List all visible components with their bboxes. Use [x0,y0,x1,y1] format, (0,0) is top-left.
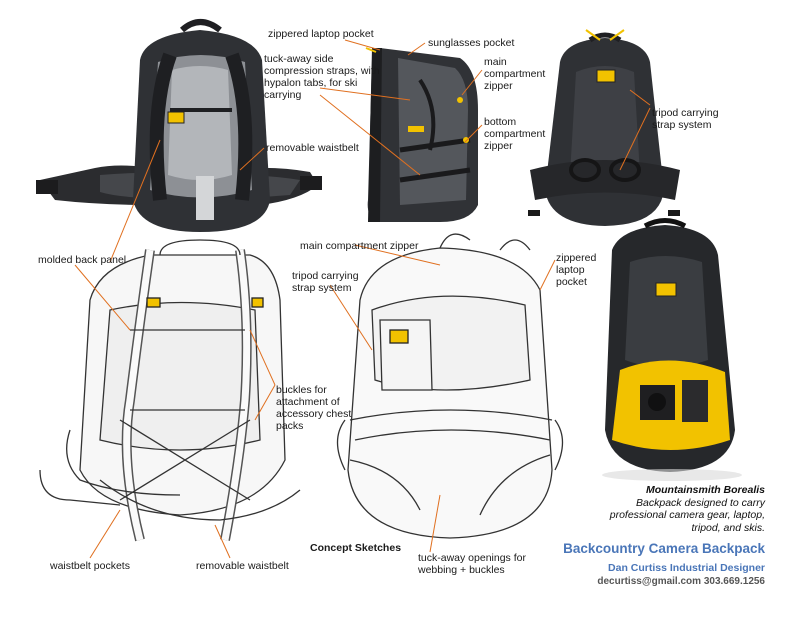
label-tripod-carrying-sketch: tripod carrying strap system [292,270,359,294]
label-molded-back-panel: molded back panel [38,254,127,266]
label-bottom-compartment-zipper: bottom compartment zipper [484,116,546,152]
label-removable-waistbelt-bottom: removable waistbelt [196,560,289,572]
back-concept-sketch [39,239,301,542]
designer-line: Dan Curtiss Industrial Designer [608,562,765,574]
product-description: Backpack designed to carry professional … [609,496,765,534]
label-removable-waistbelt-top: removable waistbelt [266,142,359,154]
leader-lines [74,39,651,559]
product-photo [602,218,742,481]
label-zippered-laptop-pocket-sketch: zippered laptop pocket [556,252,597,288]
label-tripod-carrying-top: tripod carrying strap system [652,107,719,131]
label-tuck-away-openings: tuck-away openings for webbing + buckles [418,552,526,576]
label-waistbelt-pockets: waistbelt pockets [50,560,130,572]
label-main-compartment-zipper-sketch: main compartment zipper [300,240,419,252]
backpack-side-view-render [365,47,478,222]
front-concept-sketch [336,233,564,539]
label-concept-sketches: Concept Sketches [310,542,402,554]
product-name: Mountainsmith Borealis [645,484,765,496]
label-main-compartment-zipper-top: main compartment zipper [484,56,546,92]
backpack-back-view-render [36,19,322,232]
title-block: Backcountry Camera Backpack Dan Curtiss … [560,540,765,588]
board-title: Backcountry Camera Backpack [563,541,765,556]
label-tuck-away-side-straps: tuck-away side compression straps, with … [264,53,380,101]
contact-line: decurtiss@gmail.com 303.669.1256 [597,576,765,587]
label-sunglasses-pocket: sunglasses pocket [428,37,515,49]
label-zippered-laptop-pocket-top: zippered laptop pocket [268,28,374,40]
backpack-front-view-render [528,29,680,226]
label-buckles-attachment: buckles for attachment of accessory ches… [276,384,352,432]
product-caption: Mountainsmith Borealis Backpack designed… [600,484,765,534]
